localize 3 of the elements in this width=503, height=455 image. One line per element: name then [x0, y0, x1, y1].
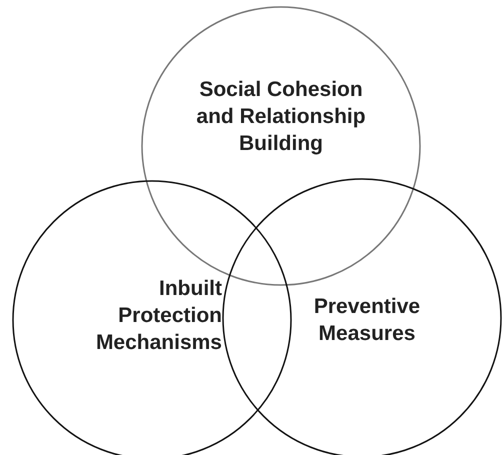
circle-label: Social Cohesion and Relationship Building [195, 77, 367, 157]
circle-label: Preventive Measures [312, 294, 422, 347]
circle-label: Inbuilt Protection Mechanisms [94, 276, 222, 356]
